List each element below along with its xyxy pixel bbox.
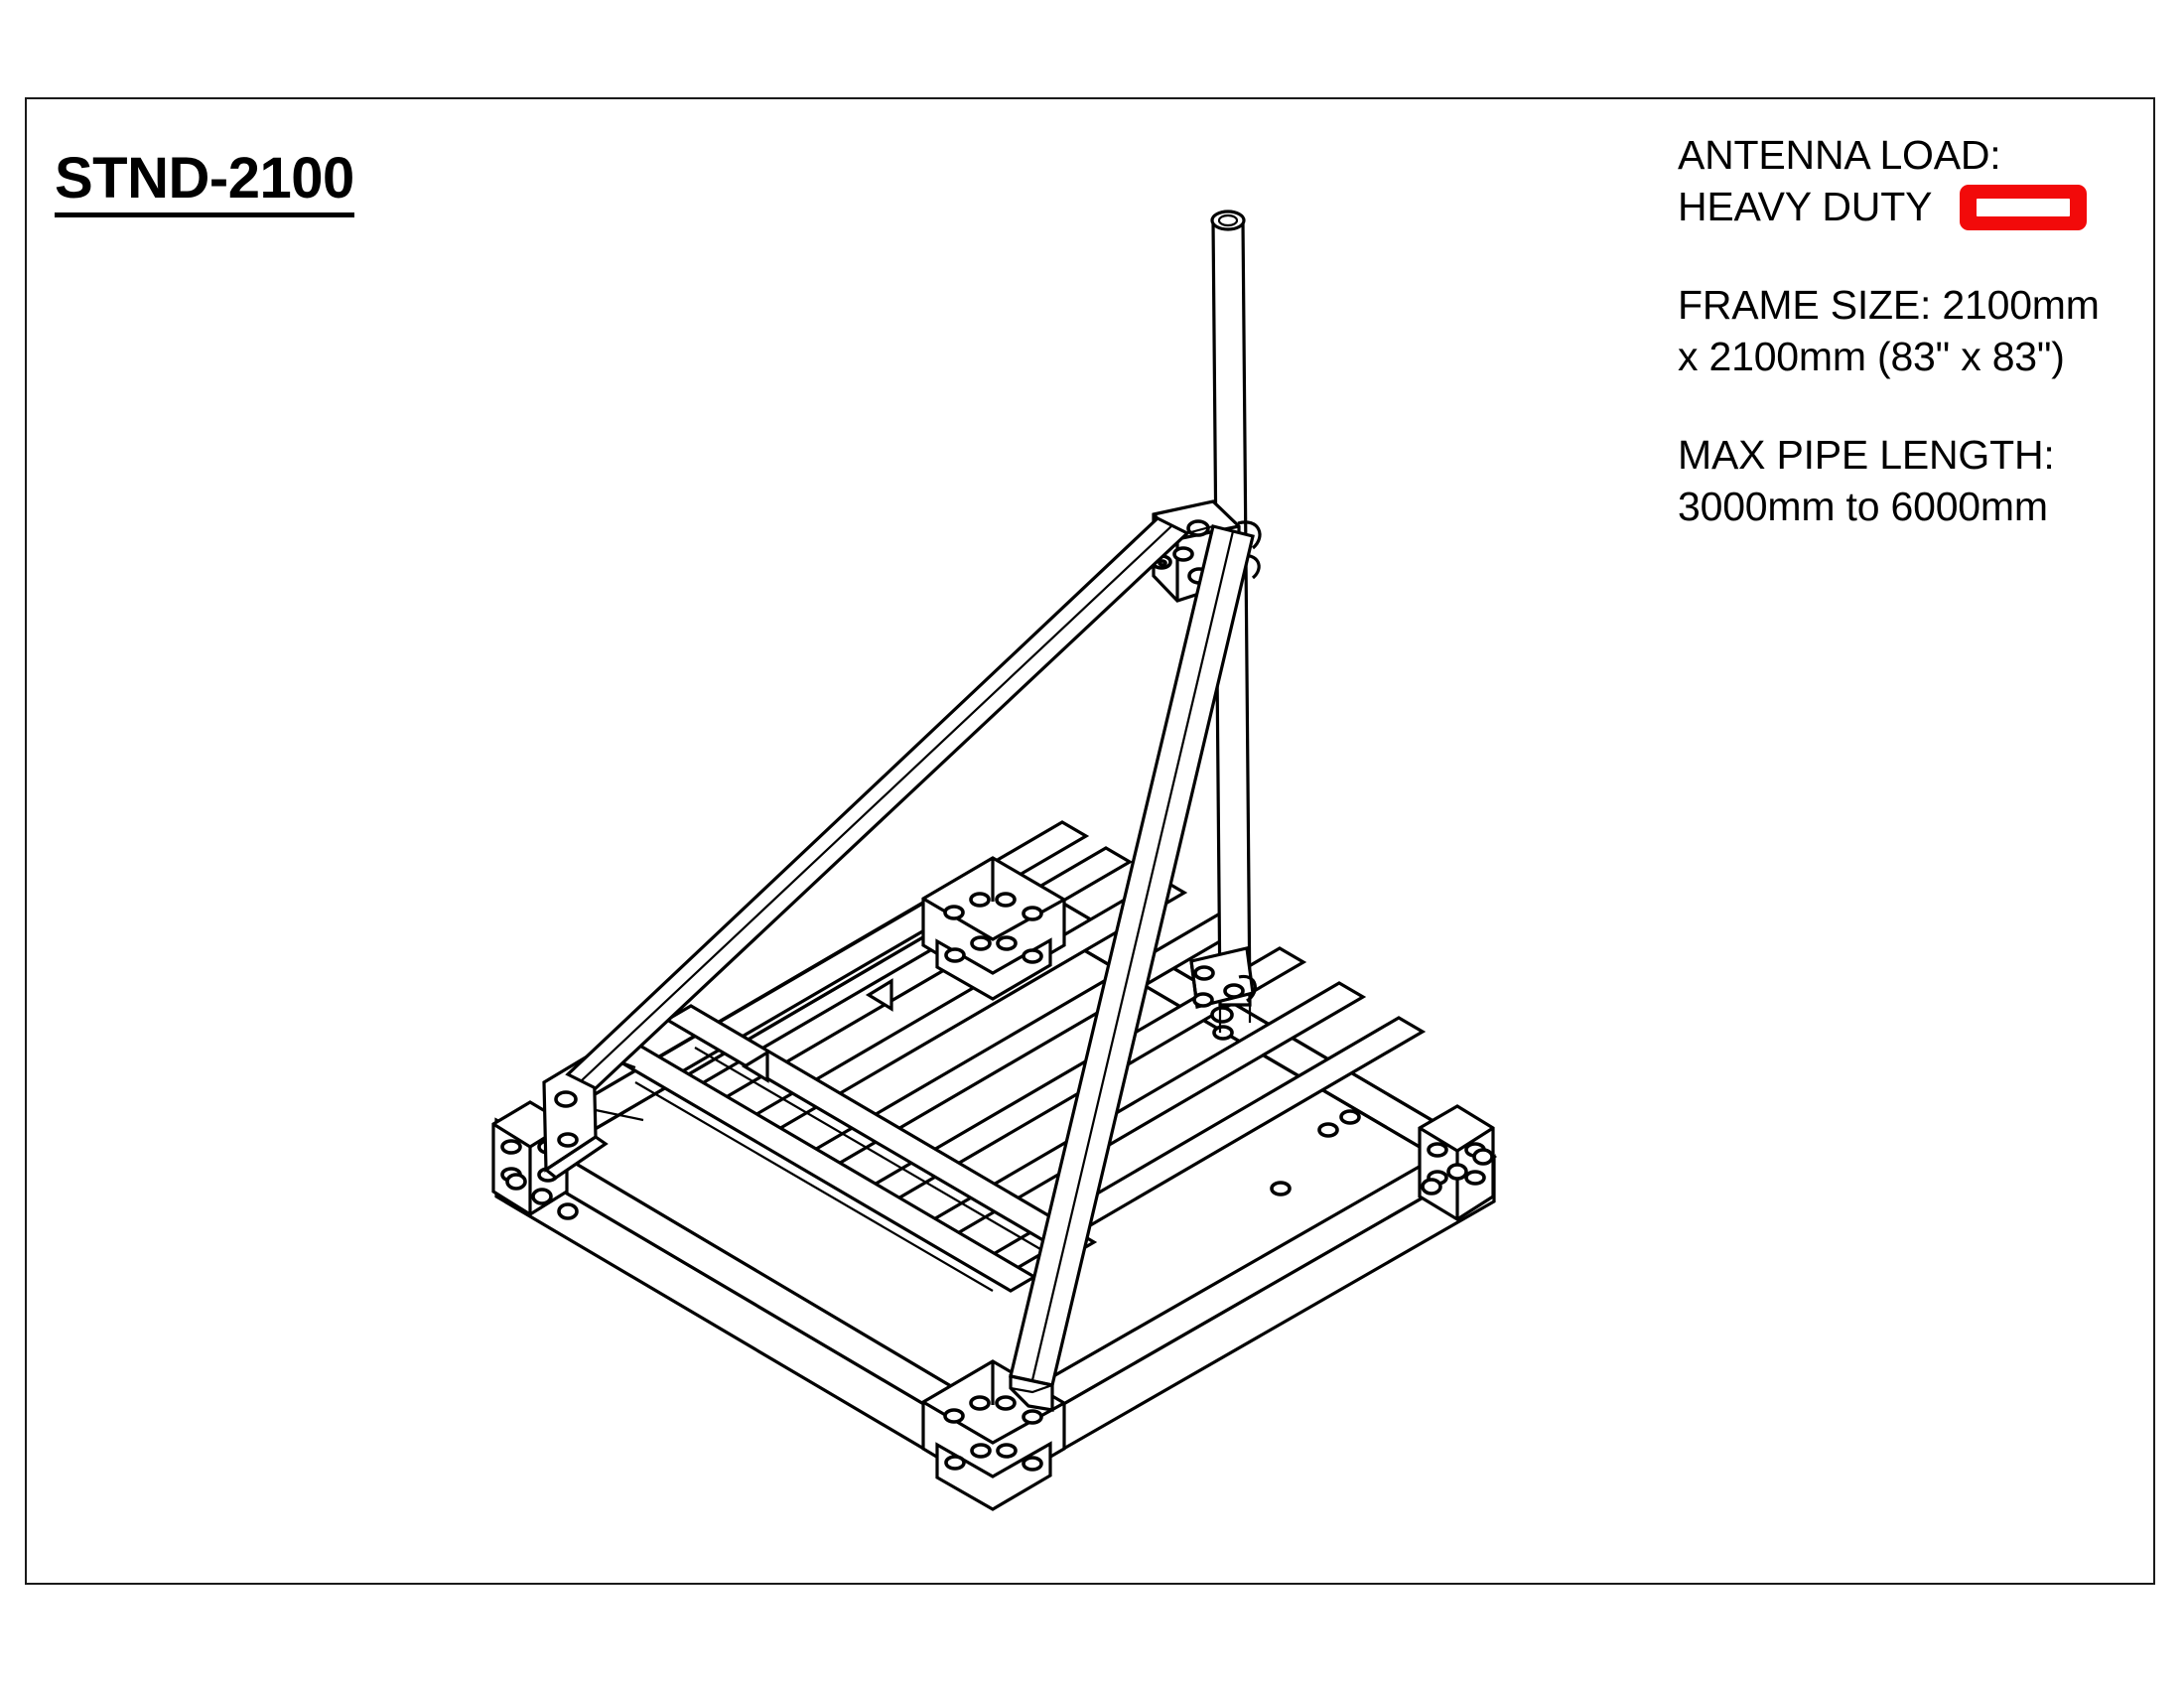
antenna-load-value: HEAVY DUTY bbox=[1678, 184, 1933, 230]
antenna-load-value-row: HEAVY DUTY bbox=[1678, 181, 2144, 232]
specification-block: ANTENNA LOAD: HEAVY DUTY FRAME SIZE: 210… bbox=[1678, 129, 2144, 533]
heavy-duty-indicator-icon bbox=[1960, 184, 2088, 230]
max-pipe-length-line-2: 3000mm to 6000mm bbox=[1678, 484, 2048, 530]
frame-size-line-1: FRAME SIZE: 2100mm bbox=[1678, 281, 2100, 328]
page-title: STND-2100 bbox=[55, 148, 354, 217]
spec-max-pipe-length: MAX PIPE LENGTH: 3000mm to 6000mm bbox=[1678, 429, 2144, 533]
spec-frame-size: FRAME SIZE: 2100mm x 2100mm (83" x 83") bbox=[1678, 279, 2144, 383]
frame-size-line-2: x 2100mm (83" x 83") bbox=[1678, 334, 2065, 380]
max-pipe-length-line-1: MAX PIPE LENGTH: bbox=[1678, 431, 2055, 478]
title-block: STND-2100 bbox=[55, 148, 571, 217]
spec-antenna-load: ANTENNA LOAD: HEAVY DUTY bbox=[1678, 129, 2144, 233]
antenna-load-label: ANTENNA LOAD: bbox=[1678, 132, 2001, 178]
